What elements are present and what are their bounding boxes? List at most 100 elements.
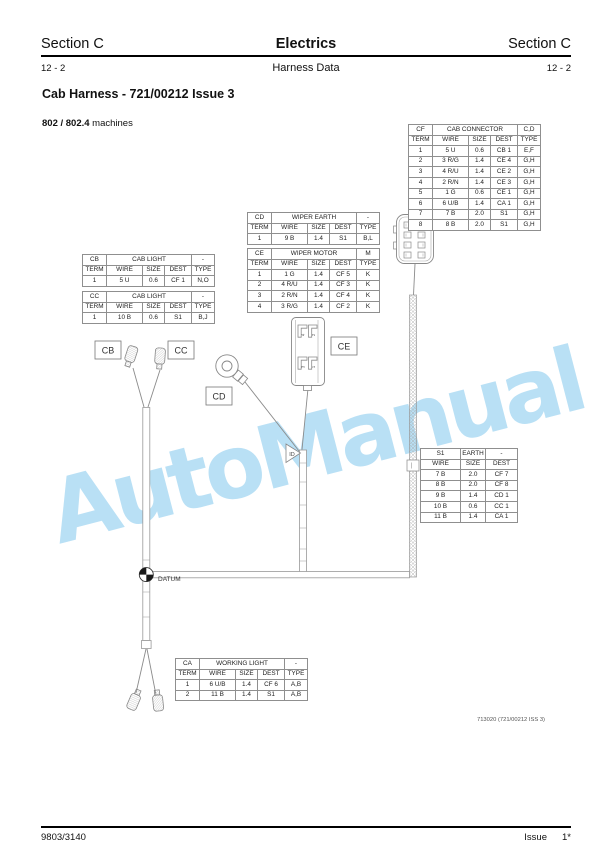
- table-cell: M: [356, 248, 380, 260]
- cc-bullet-connector-icon: [153, 347, 167, 370]
- table-cell: SIZE: [235, 668, 258, 681]
- table-cell: CAB LIGHT: [106, 254, 192, 266]
- table-cell: CF 4: [329, 290, 357, 302]
- machines-models: 802 / 802.4: [42, 118, 90, 129]
- footer-issue-label: Issue: [524, 832, 548, 843]
- table-cell: 1: [247, 233, 272, 245]
- drawing-ref-note: 713020 (721/00212 ISS 3): [477, 717, 545, 723]
- table-cell: WIRE: [271, 222, 308, 235]
- table-cell: 1: [247, 269, 272, 281]
- ca-bullet-connector-icon: [151, 689, 165, 712]
- table-cell: S1: [420, 448, 461, 460]
- table-cell: TERM: [175, 668, 200, 681]
- table-cell: SIZE: [142, 301, 165, 314]
- table-cell: WORKING LIGHT: [199, 658, 285, 670]
- page-subheader: 12 - 2 Harness Data 12 - 2: [41, 62, 571, 74]
- ce-pin-number: 2: [311, 333, 316, 336]
- table-cell: 1.4: [307, 279, 330, 292]
- table-cell: WIRE: [106, 264, 143, 277]
- table-cell: 1.4: [468, 155, 491, 168]
- table-cell: G,H: [517, 208, 541, 221]
- table-cell: TYPE: [517, 134, 541, 147]
- table-cell: 4: [408, 176, 433, 189]
- table-cell: TERM: [82, 264, 107, 277]
- horizontal-harness-run: [149, 571, 410, 579]
- cb-bullet-connector-icon: [122, 344, 139, 369]
- table-cell: 5 U: [106, 275, 143, 287]
- table-cell: 1.4: [468, 166, 491, 178]
- table-cell: K: [356, 279, 380, 292]
- table-cell: 5 U: [432, 145, 469, 157]
- table-cell: 2: [408, 155, 433, 168]
- table-cell: 6: [408, 198, 433, 210]
- table-cell: CAB LIGHT: [106, 291, 192, 303]
- table-cell: CC: [82, 291, 107, 303]
- table-cell: K: [356, 269, 380, 281]
- table-cell: S1: [490, 208, 518, 221]
- table-cell: 4 R/U: [271, 279, 308, 292]
- table-cell: CA 1: [485, 511, 518, 524]
- table-cell: 1 G: [271, 269, 308, 281]
- table-cell: CE 2: [490, 166, 518, 178]
- header-rule: [41, 55, 571, 57]
- table-cell: 7 B: [420, 469, 461, 481]
- table-cell: E,F: [517, 145, 541, 157]
- table-cell: 1.4: [307, 300, 330, 313]
- table-cell: K: [356, 290, 380, 302]
- table-cell: 3 R/G: [271, 300, 308, 313]
- table-cell: WIPER MOTOR: [271, 248, 357, 260]
- table-cell: 1.4: [468, 176, 491, 189]
- table-cell: -: [191, 254, 215, 266]
- table-cell: CF 2: [329, 300, 357, 313]
- table-cell: G,H: [517, 166, 541, 178]
- header-section-left: Section C: [41, 36, 104, 52]
- table-cell: TERM: [247, 258, 272, 271]
- ce-pin-number: 3: [301, 365, 306, 368]
- table-cell: N,O: [191, 275, 215, 287]
- table-cell: 1: [175, 679, 200, 691]
- table-cell: CE 1: [490, 187, 518, 200]
- table-cell: CB 1: [490, 145, 518, 157]
- table-cell: 8 B: [420, 479, 461, 492]
- table-cell: TERM: [408, 134, 433, 147]
- table-cell: 3: [408, 166, 433, 178]
- table-cell: 11 B: [420, 511, 461, 524]
- table-cell: 1: [82, 312, 107, 324]
- cc-label: CC: [175, 346, 188, 356]
- page-footer: 9803/3140 Issue 1*: [41, 832, 571, 843]
- table-cell: -: [191, 291, 215, 303]
- table-cell: -: [284, 658, 308, 670]
- cd-label: CD: [213, 392, 226, 402]
- table-cell: 2.0: [460, 469, 486, 481]
- table-cell: 0.6: [468, 187, 491, 200]
- table-cell: CD 1: [485, 490, 518, 502]
- table-cell: SIZE: [460, 458, 486, 471]
- table-cell: DEST: [485, 458, 518, 471]
- table-cell: CF 1: [164, 275, 192, 287]
- table-cell: TYPE: [356, 222, 380, 235]
- table-cell: TYPE: [191, 264, 215, 277]
- table-cell: EARTH: [460, 448, 486, 460]
- table-cell: 4: [247, 300, 272, 313]
- cb-label: CB: [102, 346, 115, 356]
- ce-connector-icon: 4 2 3 1: [291, 317, 325, 391]
- page-number-left: 12 - 2: [41, 63, 66, 74]
